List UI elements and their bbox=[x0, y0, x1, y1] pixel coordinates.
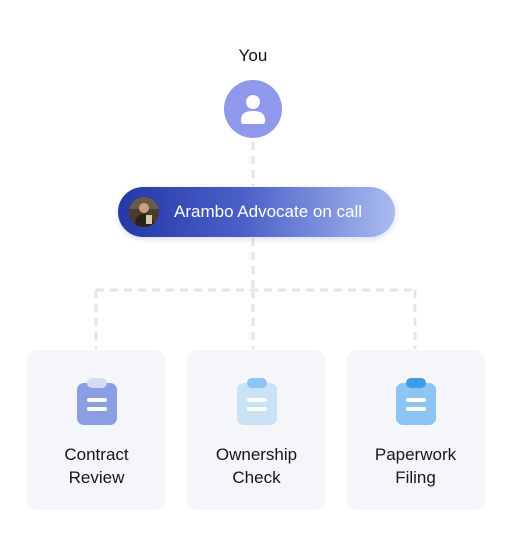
card-label: Paperwork Filing bbox=[346, 443, 485, 489]
you-avatar bbox=[224, 80, 282, 138]
card-ownership-check[interactable]: Ownership Check bbox=[187, 350, 326, 510]
card-label-line1: Paperwork bbox=[374, 445, 457, 464]
card-label-line2: Check bbox=[232, 468, 281, 487]
card-label-line2: Filing bbox=[395, 468, 436, 487]
user-icon bbox=[241, 95, 265, 124]
advocate-pill[interactable]: Arambo Advocate on call bbox=[118, 187, 395, 237]
clipboard-icon bbox=[77, 378, 117, 425]
card-label-line1: Ownership bbox=[215, 445, 298, 464]
clipboard-icon bbox=[237, 378, 277, 425]
card-label-line2: Review bbox=[68, 468, 125, 487]
card-label-line1: Contract bbox=[64, 445, 129, 464]
you-label: You bbox=[238, 46, 268, 65]
advocate-label: Arambo Advocate on call bbox=[174, 202, 363, 221]
card-contract-review[interactable]: Contract Review bbox=[27, 350, 166, 510]
advocate-photo bbox=[129, 197, 159, 227]
card-paperwork-filing[interactable]: Paperwork Filing bbox=[346, 350, 485, 510]
card-label: Contract Review bbox=[27, 443, 166, 489]
card-label: Ownership Check bbox=[187, 443, 326, 489]
clipboard-icon bbox=[396, 378, 436, 425]
